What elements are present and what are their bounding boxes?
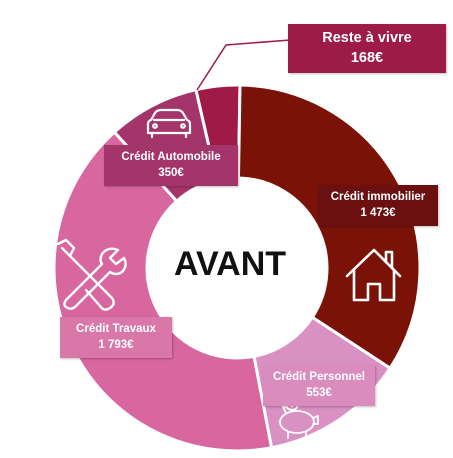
label-name: Crédit Personnel xyxy=(272,371,366,383)
car-icon xyxy=(146,108,192,139)
label-value: 350€ xyxy=(158,166,184,179)
reste-leader-line xyxy=(196,39,291,91)
label-name: Crédit Travaux xyxy=(76,323,156,335)
label-value: 1 473€ xyxy=(360,206,396,219)
label-reste-a-vivre: Reste à vivre 168€ xyxy=(288,24,446,74)
tools-icon xyxy=(56,238,127,311)
center-label: AVANT xyxy=(173,245,287,283)
label-credit-automobile: Crédit Automobile 350€ xyxy=(104,145,238,187)
slice-cr-dit-immobilier xyxy=(236,83,422,371)
label-value: 168€ xyxy=(350,49,384,66)
label-value: 1 793€ xyxy=(98,338,134,351)
label-name: Crédit Automobile xyxy=(121,151,221,163)
label-credit-travaux: Crédit Travaux 1 793€ xyxy=(60,317,172,359)
label-name: Crédit immobilier xyxy=(330,191,426,203)
label-credit-immobilier: Crédit immobilier 1 473€ xyxy=(318,185,438,227)
label-value: 553€ xyxy=(306,386,332,399)
slice-cr-dit-travaux xyxy=(52,129,274,453)
house-icon xyxy=(345,248,402,302)
label-name: Reste à vivre xyxy=(322,30,412,46)
label-credit-personnel: Crédit Personnel 553€ xyxy=(263,365,375,407)
